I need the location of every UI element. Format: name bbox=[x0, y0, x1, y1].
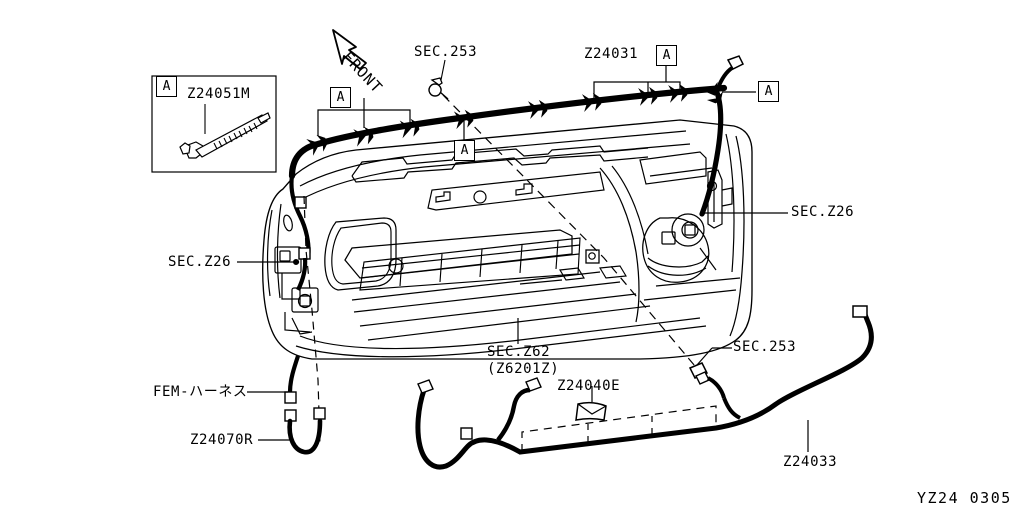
label-z24040e: Z24040E bbox=[557, 378, 621, 394]
inset-part-number: Z24051M bbox=[187, 86, 251, 102]
callout-a-inset[interactable]: A bbox=[156, 76, 177, 97]
callout-a-left[interactable]: A bbox=[330, 87, 351, 108]
label-sec-z26-left: SEC.Z26 bbox=[168, 254, 232, 270]
harness-z24033 bbox=[415, 305, 874, 470]
label-z24033: Z24033 bbox=[783, 454, 838, 470]
sec253-upper-connector bbox=[428, 59, 449, 100]
band-clip-illustration bbox=[179, 112, 271, 159]
label-z24070r: Z24070R bbox=[190, 432, 254, 448]
front-bumper-assembly bbox=[262, 119, 753, 360]
label-sec-z26-right: SEC.Z26 bbox=[791, 204, 855, 220]
callout-a-top-right[interactable]: A bbox=[656, 45, 677, 66]
label-sec-z62: SEC.Z62 bbox=[487, 344, 551, 360]
callout-a-far-right[interactable]: A bbox=[758, 81, 779, 102]
sec-z26-right-dot bbox=[700, 210, 706, 216]
label-sec-253-top: SEC.253 bbox=[414, 44, 478, 60]
label-harness-z24031: Z24031 bbox=[584, 46, 639, 62]
dashed-reference-panel bbox=[521, 405, 717, 453]
front-direction-arrow bbox=[332, 29, 367, 70]
callout-leader-lines bbox=[165, 66, 756, 140]
label-sec-z62-sub: (Z6201Z) bbox=[487, 361, 560, 377]
fem-harness-z24070r bbox=[247, 355, 326, 455]
label-fem-harness: FEM-ハーネス bbox=[153, 384, 248, 400]
label-sec-253-lower: SEC.253 bbox=[733, 339, 797, 355]
dashed-reference-line-center bbox=[442, 94, 701, 373]
sec-z26-left-dot bbox=[294, 259, 300, 265]
harness-z24031 bbox=[288, 55, 745, 447]
sheet-code: YZ24 0305 bbox=[917, 489, 1012, 507]
callout-a-mid[interactable]: A bbox=[454, 140, 475, 161]
